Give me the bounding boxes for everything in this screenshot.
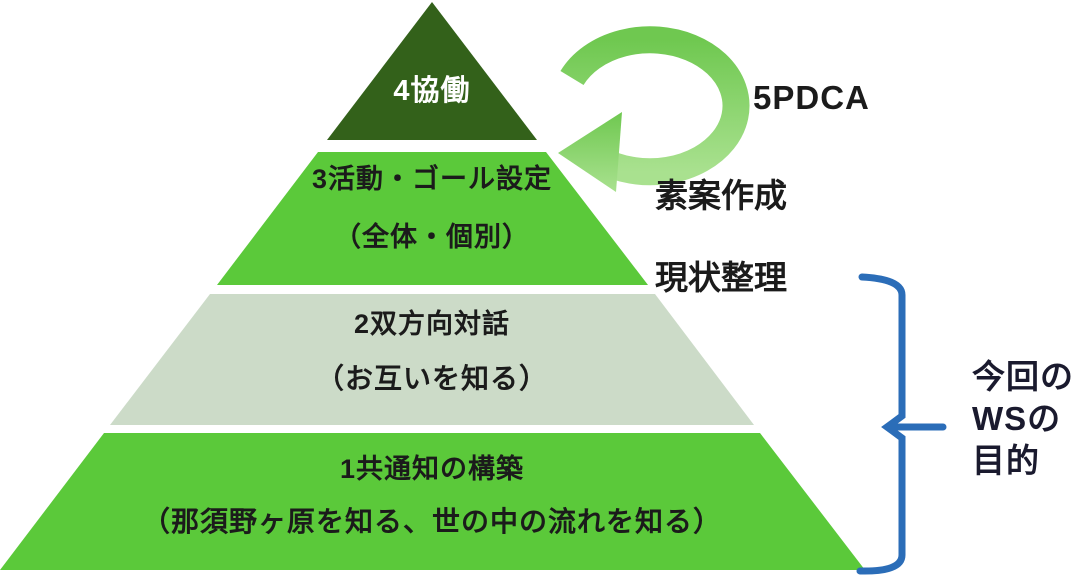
ws-purpose-line-2: WSの	[972, 400, 1062, 437]
current-state-label: 現状整理	[655, 259, 787, 296]
level-2-label: 2双方向対話	[353, 309, 511, 339]
level-2-sublabel: （お互いを知る）	[315, 363, 548, 394]
pyramid-level-3-shape	[217, 152, 648, 285]
brace-icon	[856, 273, 947, 575]
ws-purpose-label: 今回の WSの 目的	[972, 356, 1074, 482]
ws-purpose-line-1: 今回の	[972, 358, 1074, 395]
level-4-label: 4協働	[393, 75, 471, 107]
draft-creation-label: 素案作成	[655, 177, 787, 214]
level-1-sublabel: （那須野ヶ原を知る、世の中の流れを知る）	[141, 506, 722, 537]
pdca-label: 5PDCA	[753, 79, 870, 116]
pyramid-level-4-shape	[327, 2, 537, 140]
cycle-arrow-icon	[558, 26, 750, 192]
level-3-sublabel: （全体・個別）	[334, 222, 530, 252]
level-3-label: 3活動・ゴール設定	[311, 164, 553, 194]
level-1-label: 1共通知の構築	[339, 454, 525, 484]
ws-purpose-line-3: 目的	[972, 442, 1040, 479]
pyramid-level-2-shape	[110, 294, 754, 425]
pyramid-level-1-shape	[0, 433, 865, 570]
